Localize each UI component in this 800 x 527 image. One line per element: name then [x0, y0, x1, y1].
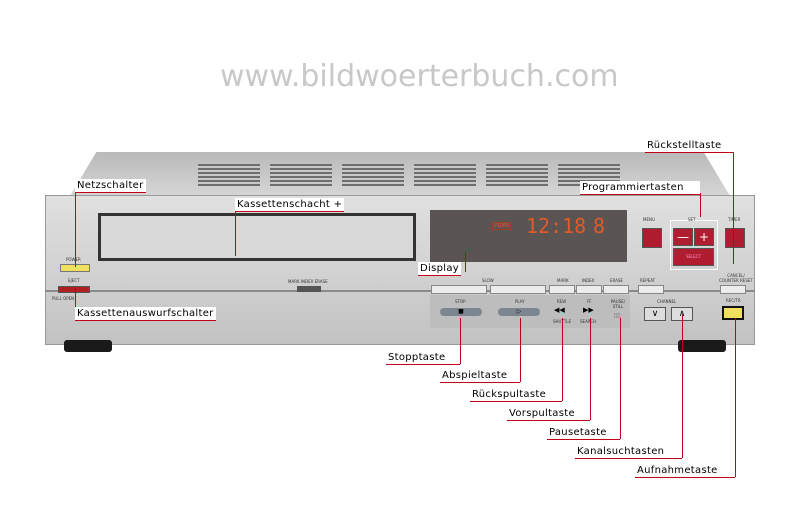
mark-switch[interactable]: [297, 286, 321, 292]
label-channel-buttons: Kanalsuchtasten: [575, 445, 682, 459]
label-reset-button: Rückstelltaste: [645, 139, 733, 153]
cancel-label: CANCEL/ COUNTER RESET: [719, 273, 753, 283]
cancel-reset-button[interactable]: [720, 285, 746, 294]
label-rewind-button: Rückspultaste: [470, 388, 562, 402]
minus-button[interactable]: —: [673, 228, 693, 246]
rew-label: REW: [557, 299, 567, 304]
foot: [64, 340, 112, 352]
label-record-button: Aufnahmetaste: [635, 464, 735, 478]
menu-button[interactable]: [642, 228, 662, 248]
display: VIDEO 12:18 8: [430, 210, 627, 262]
repeat-button[interactable]: [638, 285, 664, 294]
play-button[interactable]: ▷: [498, 308, 540, 316]
slow-minus-button[interactable]: [431, 285, 487, 294]
mark-label: MARK: [557, 278, 569, 283]
menu-label: MENU: [643, 217, 655, 222]
index-label: INDEX: [582, 278, 595, 283]
rewind-button[interactable]: ◀◀: [554, 306, 565, 314]
index-button[interactable]: [576, 285, 602, 294]
label-pause-button: Pausetaste: [547, 426, 620, 440]
stop-button[interactable]: ■: [440, 308, 482, 316]
erase-button[interactable]: [603, 285, 629, 294]
rec-label: REC/TR: [726, 298, 741, 303]
pull-open-label: PULL OPEN: [52, 296, 75, 301]
watermark: www.bildwoerterbuch.com: [220, 59, 619, 94]
label-display: Display: [418, 262, 461, 276]
display-time: 12:18: [526, 214, 587, 238]
label-fast-forward-button: Vorspultaste: [507, 407, 590, 421]
cassette-slot: [98, 213, 416, 261]
foot: [678, 340, 726, 352]
record-button[interactable]: [722, 306, 744, 320]
label-programming-buttons: Programmiertasten: [580, 181, 700, 195]
timer-button[interactable]: [725, 228, 745, 248]
label-cassette-slot: Kassettenschacht +: [235, 198, 345, 212]
display-badge: VIDEO: [492, 222, 512, 230]
stop-label: STOP: [455, 299, 466, 304]
mark-button[interactable]: [549, 285, 575, 294]
repeat-label: REPEAT: [640, 278, 656, 283]
slow-plus-button[interactable]: [490, 285, 546, 294]
vcr-top-lid: [70, 152, 730, 196]
label-play-button: Abspieltaste: [440, 369, 520, 383]
search-label: SEARCH: [580, 319, 597, 324]
channel-down-button[interactable]: ∨: [644, 307, 666, 321]
timer-label: TIMER: [728, 217, 741, 222]
ff-label: FF: [587, 299, 592, 304]
set-label: SET: [688, 217, 696, 222]
mark-index-erase-label: MARK INDEX ERASE: [288, 279, 328, 284]
pause-label: PAUSE/ STILL: [610, 299, 626, 309]
play-label: PLAY: [515, 299, 525, 304]
slow-label: SLOW: [482, 278, 494, 283]
eject-label: EJECT: [68, 278, 80, 283]
pause-button[interactable]: ▯▯: [614, 312, 621, 319]
power-label: POWER: [66, 257, 81, 262]
channel-label: CHANNEL: [657, 299, 677, 304]
display-channel: 8: [593, 214, 606, 238]
select-button[interactable]: SELECT: [673, 248, 714, 266]
label-stop-button: Stopptaste: [386, 351, 460, 365]
fast-forward-button[interactable]: ▶▶: [583, 306, 594, 314]
label-eject-switch: Kassettenauswurfschalter: [75, 307, 216, 321]
label-power-switch: Netzschalter: [75, 179, 146, 193]
plus-button[interactable]: +: [694, 228, 714, 246]
erase-label: ERASE: [610, 278, 623, 283]
eject-button[interactable]: [58, 286, 90, 293]
